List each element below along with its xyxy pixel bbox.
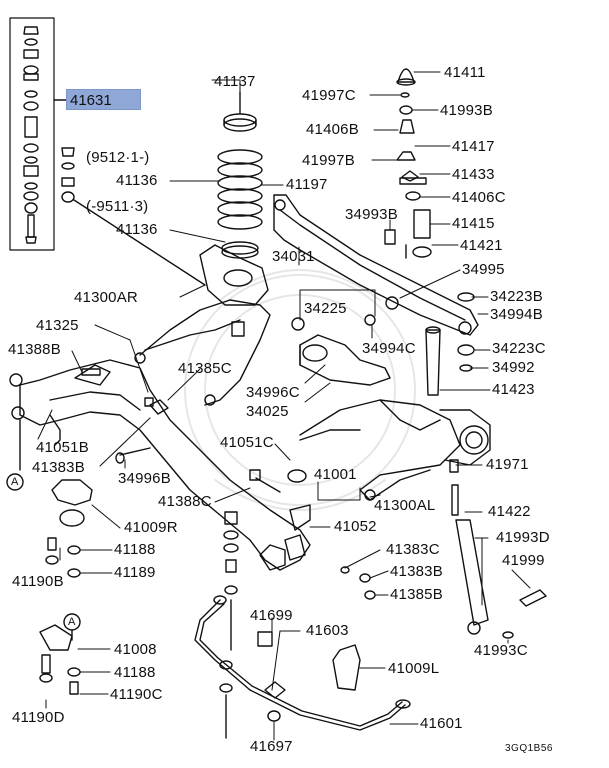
part-label[interactable]: 41993C xyxy=(474,642,528,659)
note-9511: (-9511·3) xyxy=(86,198,149,215)
part-label[interactable]: 41385C xyxy=(178,360,232,377)
bushing-stack-small xyxy=(62,148,205,285)
part-label[interactable]: 34993B xyxy=(345,206,398,223)
part-label[interactable]: 41190B xyxy=(12,573,64,590)
part-label[interactable]: 41388C xyxy=(158,493,212,510)
part-label[interactable]: 34994C xyxy=(362,340,416,357)
part-label[interactable]: 41188 xyxy=(114,664,156,681)
subframe-41001 xyxy=(10,360,310,570)
note-9512: (9512·1-) xyxy=(86,149,150,166)
diagram-code: 3GQ1B56 xyxy=(505,743,553,754)
part-label[interactable]: 41421 xyxy=(460,237,503,254)
mounts-41009 xyxy=(52,480,360,690)
part-label[interactable]: 41699 xyxy=(250,607,293,624)
part-label[interactable]: 41190D xyxy=(12,709,65,726)
shock-absorber xyxy=(426,327,546,638)
kit-41631-frame xyxy=(10,18,54,250)
part-label[interactable]: 41406B xyxy=(306,121,359,138)
part-label[interactable]: 34223C xyxy=(492,340,546,357)
part-label[interactable]: 41190C xyxy=(110,686,163,703)
part-label[interactable]: 41136 xyxy=(116,172,158,189)
part-label[interactable]: 41051C xyxy=(220,434,274,451)
part-label[interactable]: 41971 xyxy=(486,456,529,473)
part-label[interactable]: 41417 xyxy=(452,138,495,155)
part-label[interactable]: 41997B xyxy=(302,152,355,169)
part-label[interactable]: 41423 xyxy=(492,381,535,398)
part-label[interactable]: 41993B xyxy=(440,102,493,119)
part-label[interactable]: 34223B xyxy=(490,288,543,305)
part-label[interactable]: 41388B xyxy=(8,341,61,358)
part-label[interactable]: 41052 xyxy=(334,518,377,535)
part-label[interactable]: 41051B xyxy=(36,439,89,456)
part-label[interactable]: 41415 xyxy=(452,215,495,232)
leader-lines xyxy=(38,72,530,740)
part-label[interactable]: 41325 xyxy=(36,317,79,334)
part-label[interactable]: 41383C xyxy=(386,541,440,558)
part-label[interactable]: 41997C xyxy=(302,87,356,104)
part-label[interactable]: 41601 xyxy=(420,715,463,732)
part-label[interactable]: 34995 xyxy=(462,261,505,278)
part-label[interactable]: 41300AL xyxy=(374,497,436,514)
part-label[interactable]: 41433 xyxy=(452,166,495,183)
part-label[interactable]: 41385B xyxy=(390,586,443,603)
part-label[interactable]: 41197 xyxy=(286,176,328,193)
part-label[interactable]: 41300AR xyxy=(74,289,138,306)
upper-mount-stack xyxy=(397,69,431,258)
part-label[interactable]: 41383B xyxy=(32,459,85,476)
part-label[interactable]: 41009R xyxy=(124,519,178,536)
kit-41631-stack xyxy=(24,27,38,243)
part-label[interactable]: 34996C xyxy=(246,384,300,401)
coil-spring-assembly xyxy=(218,92,262,258)
part-label[interactable]: 41411 xyxy=(444,64,486,81)
part-label[interactable]: 41999 xyxy=(502,552,545,569)
part-label[interactable]: 41383B xyxy=(390,563,443,580)
part-label[interactable]: 41188 xyxy=(114,541,156,558)
misc-hardware xyxy=(82,369,375,650)
callout-a: A xyxy=(68,616,76,628)
part-label[interactable]: 41603 xyxy=(306,622,349,639)
part-label[interactable]: 41137 xyxy=(214,73,256,90)
diff-mount-34025 xyxy=(300,335,390,385)
part-label[interactable]: 34994B xyxy=(490,306,543,323)
part-label[interactable]: 41422 xyxy=(488,503,531,520)
part-label[interactable]: 41697 xyxy=(250,738,293,755)
bolts-left-bottom xyxy=(40,538,80,694)
part-label[interactable]: 34031 xyxy=(272,248,315,265)
part-label[interactable]: 34225 xyxy=(304,300,347,317)
part-label[interactable]: 34992 xyxy=(492,359,535,376)
trailing-arm-left xyxy=(300,400,490,500)
part-label[interactable]: 34025 xyxy=(246,403,289,420)
trailing-arm-right xyxy=(135,245,270,405)
kit-41631-parts xyxy=(10,18,66,250)
stabilizer-bar-41601 xyxy=(195,596,410,738)
part-label[interactable]: 41406C xyxy=(452,189,506,206)
part-label[interactable]: 41001 xyxy=(314,466,357,483)
highlighted-part-label[interactable]: 41631 xyxy=(66,89,141,110)
part-label[interactable]: 41189 xyxy=(114,564,156,581)
callout-a-markers xyxy=(7,474,80,640)
part-label[interactable]: 41009L xyxy=(388,660,440,677)
part-label[interactable]: 41993D xyxy=(496,529,550,546)
part-label[interactable]: 41136 xyxy=(116,221,158,238)
part-label[interactable]: 41008 xyxy=(114,641,157,658)
callout-a: A xyxy=(11,476,19,488)
part-label[interactable]: 34996B xyxy=(118,470,171,487)
